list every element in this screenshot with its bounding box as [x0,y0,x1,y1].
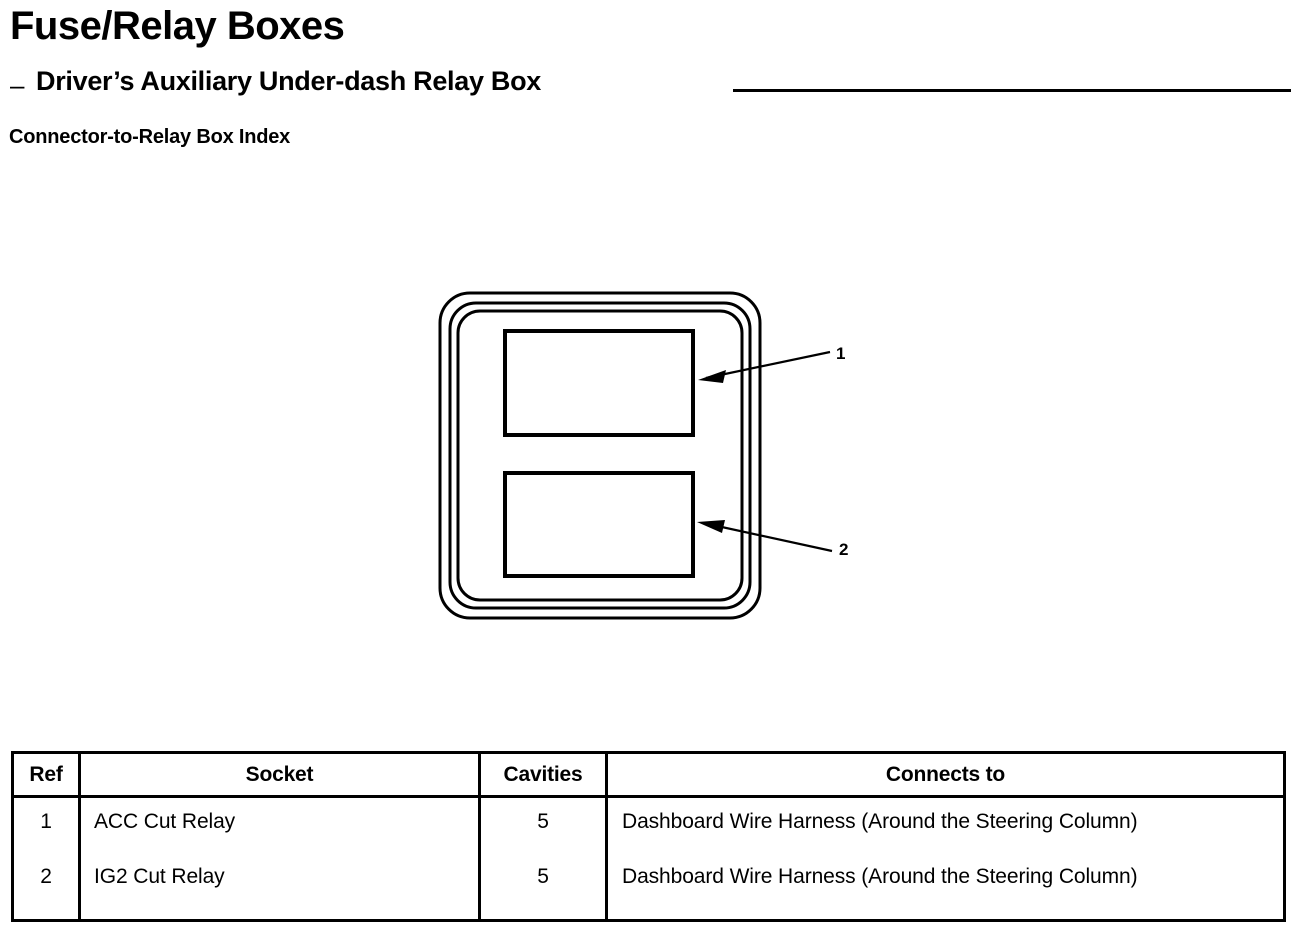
relay-box-inner-shell [456,309,744,602]
subtitle-rule-divider [733,89,1291,92]
upper-relay-socket[interactable] [503,329,695,437]
callout-1-arrowhead [698,370,726,383]
cell-connects-to-value: Dashboard Wire Harness (Around the Steer… [622,810,1138,833]
callout-1-leader-line [705,350,831,380]
relay-box-diagram: 1 2 [420,275,880,645]
relay-box-middle-shell [448,301,752,610]
lower-relay-socket[interactable] [503,471,695,578]
cell-connects-to: Dashboard Wire Harness (Around the Steer… [605,796,1286,853]
cell-socket: ACC Cut Relay [78,796,481,853]
cell-ref: 1 [11,796,81,853]
callout-2-leader-line [707,522,833,553]
table-header-row: Ref Socket Cavities Connects to [11,751,1286,798]
subtitle-row: – Driver’s Auxiliary Under-dash Relay Bo… [8,64,1291,108]
table-row: 2 IG2 Cut Relay 5 Dashboard Wire Harness… [11,853,1286,922]
subtitle-heading: Driver’s Auxiliary Under-dash Relay Box [36,66,541,96]
connector-to-relay-box-index-table: Ref Socket Cavities Connects to 1 ACC Cu… [11,751,1286,922]
cell-ref-value: 2 [40,865,52,888]
cell-cavities: 5 [478,796,608,853]
cell-cavities-value: 5 [537,810,549,833]
cell-socket: IG2 Cut Relay [78,853,481,922]
subtitle-dash: – [10,70,25,100]
callout-label-1: 1 [836,344,846,363]
column-header-socket: Socket [78,751,481,798]
column-header-ref: Ref [11,751,81,798]
cell-socket-value: IG2 Cut Relay [94,865,225,888]
cell-cavities-value: 5 [537,865,549,888]
cell-connects-to: Dashboard Wire Harness (Around the Steer… [605,853,1286,922]
cell-ref-value: 1 [40,810,52,833]
cell-cavities: 5 [478,853,608,922]
relay-box-outer-shell [438,291,762,620]
cell-ref: 2 [11,853,81,922]
cell-connects-to-value: Dashboard Wire Harness (Around the Steer… [622,865,1138,888]
cell-socket-value: ACC Cut Relay [94,810,236,833]
column-header-cavities: Cavities [478,751,608,798]
callout-label-2: 2 [839,540,849,559]
callout-2-arrowhead [697,520,725,533]
table-row: 1 ACC Cut Relay 5 Dashboard Wire Harness… [11,796,1286,853]
section-label: Connector-to-Relay Box Index [9,126,291,148]
relay-box-illustration [438,291,833,620]
page-title: Fuse/Relay Boxes [10,4,345,48]
column-header-connects-to: Connects to [605,751,1286,798]
